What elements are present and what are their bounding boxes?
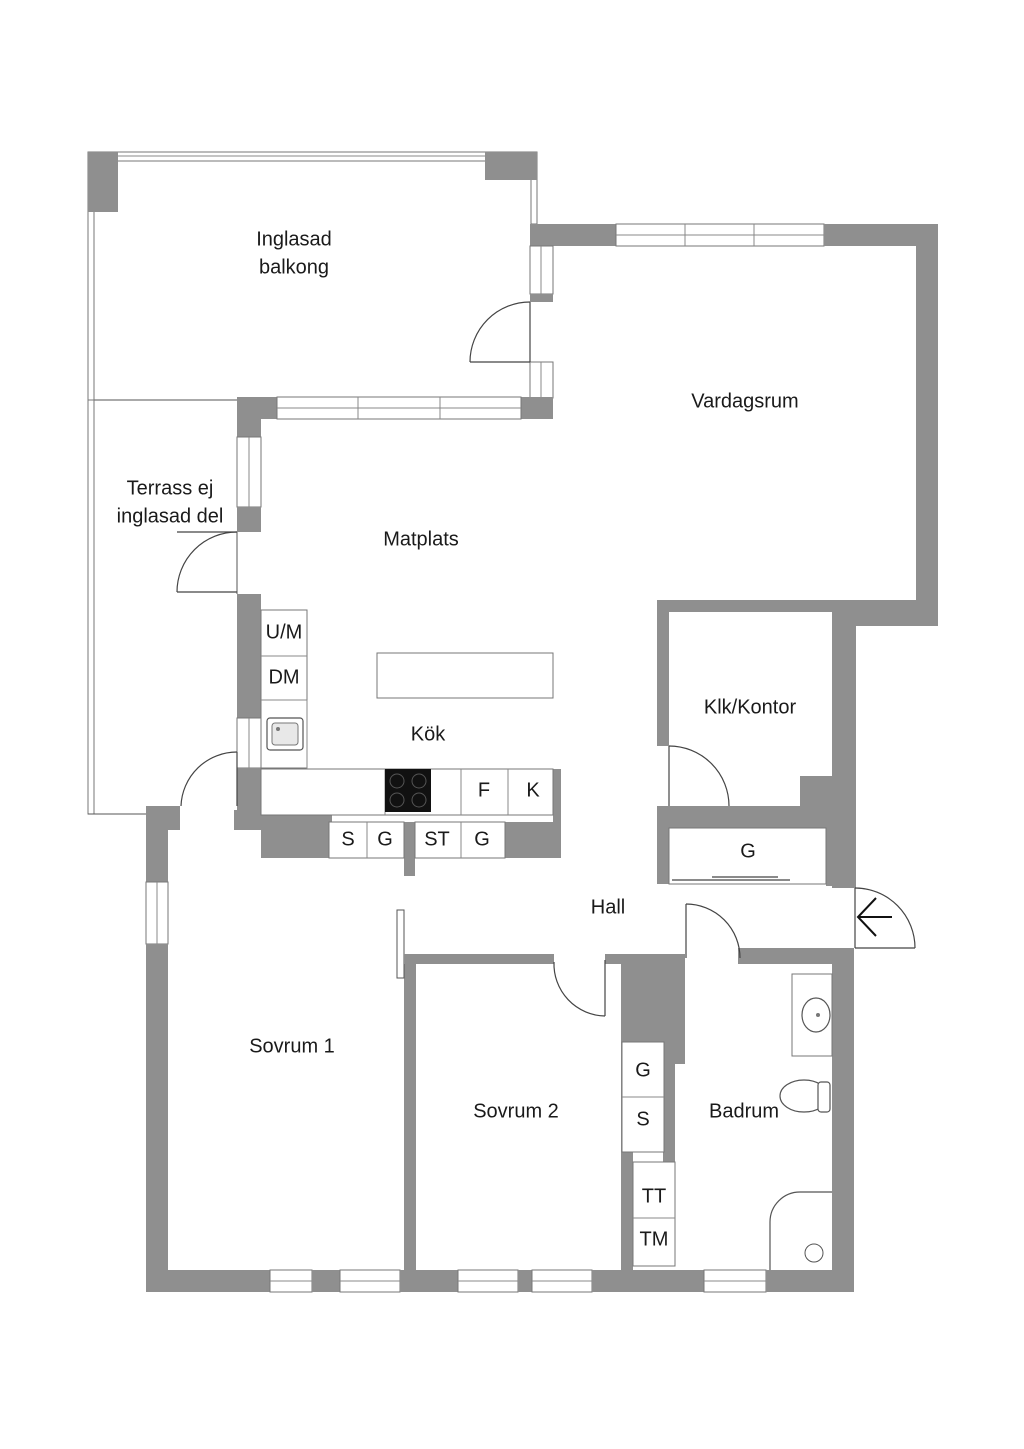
label-terrace-line1: Terrass ej: [127, 477, 214, 499]
dining-north-wall: [237, 396, 522, 420]
label-fridge: K: [526, 779, 540, 801]
label-office: Klk/Kontor: [704, 696, 797, 718]
label-kitchen-g2: G: [474, 828, 490, 850]
label-closet-g: G: [635, 1059, 651, 1081]
interior-walls: [396, 600, 857, 1292]
sink-icon: [266, 717, 304, 751]
label-washing-machine: TM: [640, 1228, 669, 1250]
label-dishwasher: DM: [268, 666, 299, 688]
label-dining: Matplats: [383, 528, 459, 550]
label-closet-s: S: [636, 1108, 649, 1130]
washbasin-icon: [791, 973, 833, 1057]
label-kitchen-s: S: [341, 828, 354, 850]
kitchen-island: [376, 652, 554, 699]
toilet-icon: [779, 1079, 831, 1113]
shower: [769, 1191, 832, 1270]
wardrobes: [621, 1041, 676, 1267]
kitchen-counter-block: [261, 769, 561, 876]
label-kitchen-st: ST: [424, 828, 450, 850]
label-tumble-dryer: TT: [642, 1185, 666, 1207]
label-bedroom-1: Sovrum 1: [249, 1035, 335, 1057]
label-hall: Hall: [591, 896, 625, 918]
stove-icon: [385, 769, 431, 812]
label-terrace-line2: inglasad del: [117, 505, 224, 527]
label-washer-dryer: U/M: [266, 621, 303, 643]
living-walls: [521, 223, 938, 626]
label-bathroom: Badrum: [709, 1100, 779, 1122]
entry-arrow-icon: [856, 897, 892, 937]
balcony-walls: [87, 151, 538, 401]
doors: [176, 301, 916, 1017]
label-balcony-line2: balkong: [259, 256, 329, 278]
label-freezer: F: [478, 779, 490, 801]
label-hall-wardrobe: G: [740, 840, 756, 862]
label-bedroom-2: Sovrum 2: [473, 1100, 559, 1122]
label-balcony-line1: Inglasad: [256, 228, 332, 250]
label-kitchen-g1: G: [377, 828, 393, 850]
label-living-room: Vardagsrum: [691, 390, 798, 412]
label-kitchen: Kök: [411, 723, 446, 745]
terrace-outline: [87, 399, 148, 815]
